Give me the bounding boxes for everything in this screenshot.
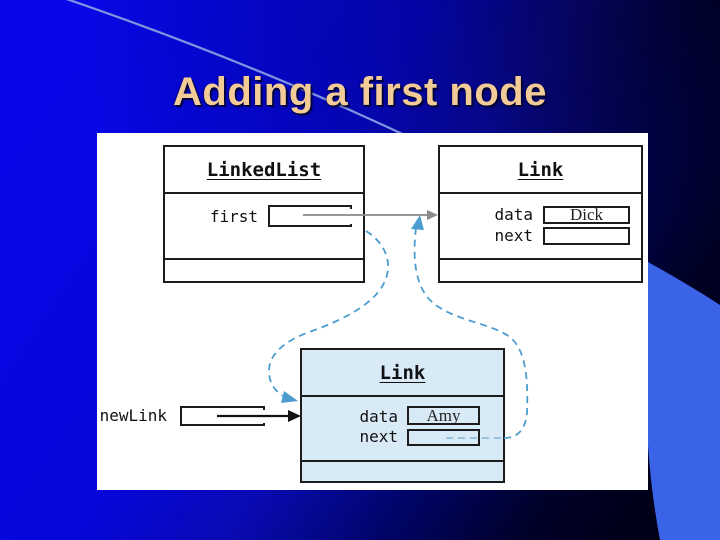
- background-swoosh: [647, 262, 720, 540]
- divider-line: [165, 258, 363, 260]
- first-field-label: first: [209, 207, 258, 226]
- new-link-box-title: Link: [379, 361, 426, 384]
- link-class-box: Link data Dick next: [438, 145, 643, 283]
- newlink-ref-label: newLink: [99, 406, 167, 425]
- linkedlist-box-title: LinkedList: [206, 158, 322, 181]
- divider-line: [165, 192, 363, 194]
- data-value-cell: Amy: [407, 406, 480, 425]
- new-link-class-box: Link data Amy next: [300, 348, 505, 483]
- newlink-pointer-cell: [180, 406, 265, 426]
- data-field-label: data: [359, 407, 398, 426]
- page-title: Adding a first node: [173, 70, 547, 114]
- data-value-cell: Dick: [543, 205, 630, 224]
- next-pointer-cell: [543, 227, 630, 245]
- data-field-label: data: [494, 205, 533, 224]
- link-box-title: Link: [517, 158, 564, 181]
- next-field-label: next: [359, 427, 398, 446]
- next-pointer-cell: [407, 429, 480, 446]
- divider-line: [302, 395, 503, 397]
- next-field-label: next: [494, 226, 533, 245]
- linkedlist-class-box: LinkedList first: [163, 145, 365, 283]
- divider-line: [440, 258, 641, 260]
- first-pointer-cell: [268, 205, 352, 227]
- divider-line: [302, 460, 503, 462]
- divider-line: [440, 192, 641, 194]
